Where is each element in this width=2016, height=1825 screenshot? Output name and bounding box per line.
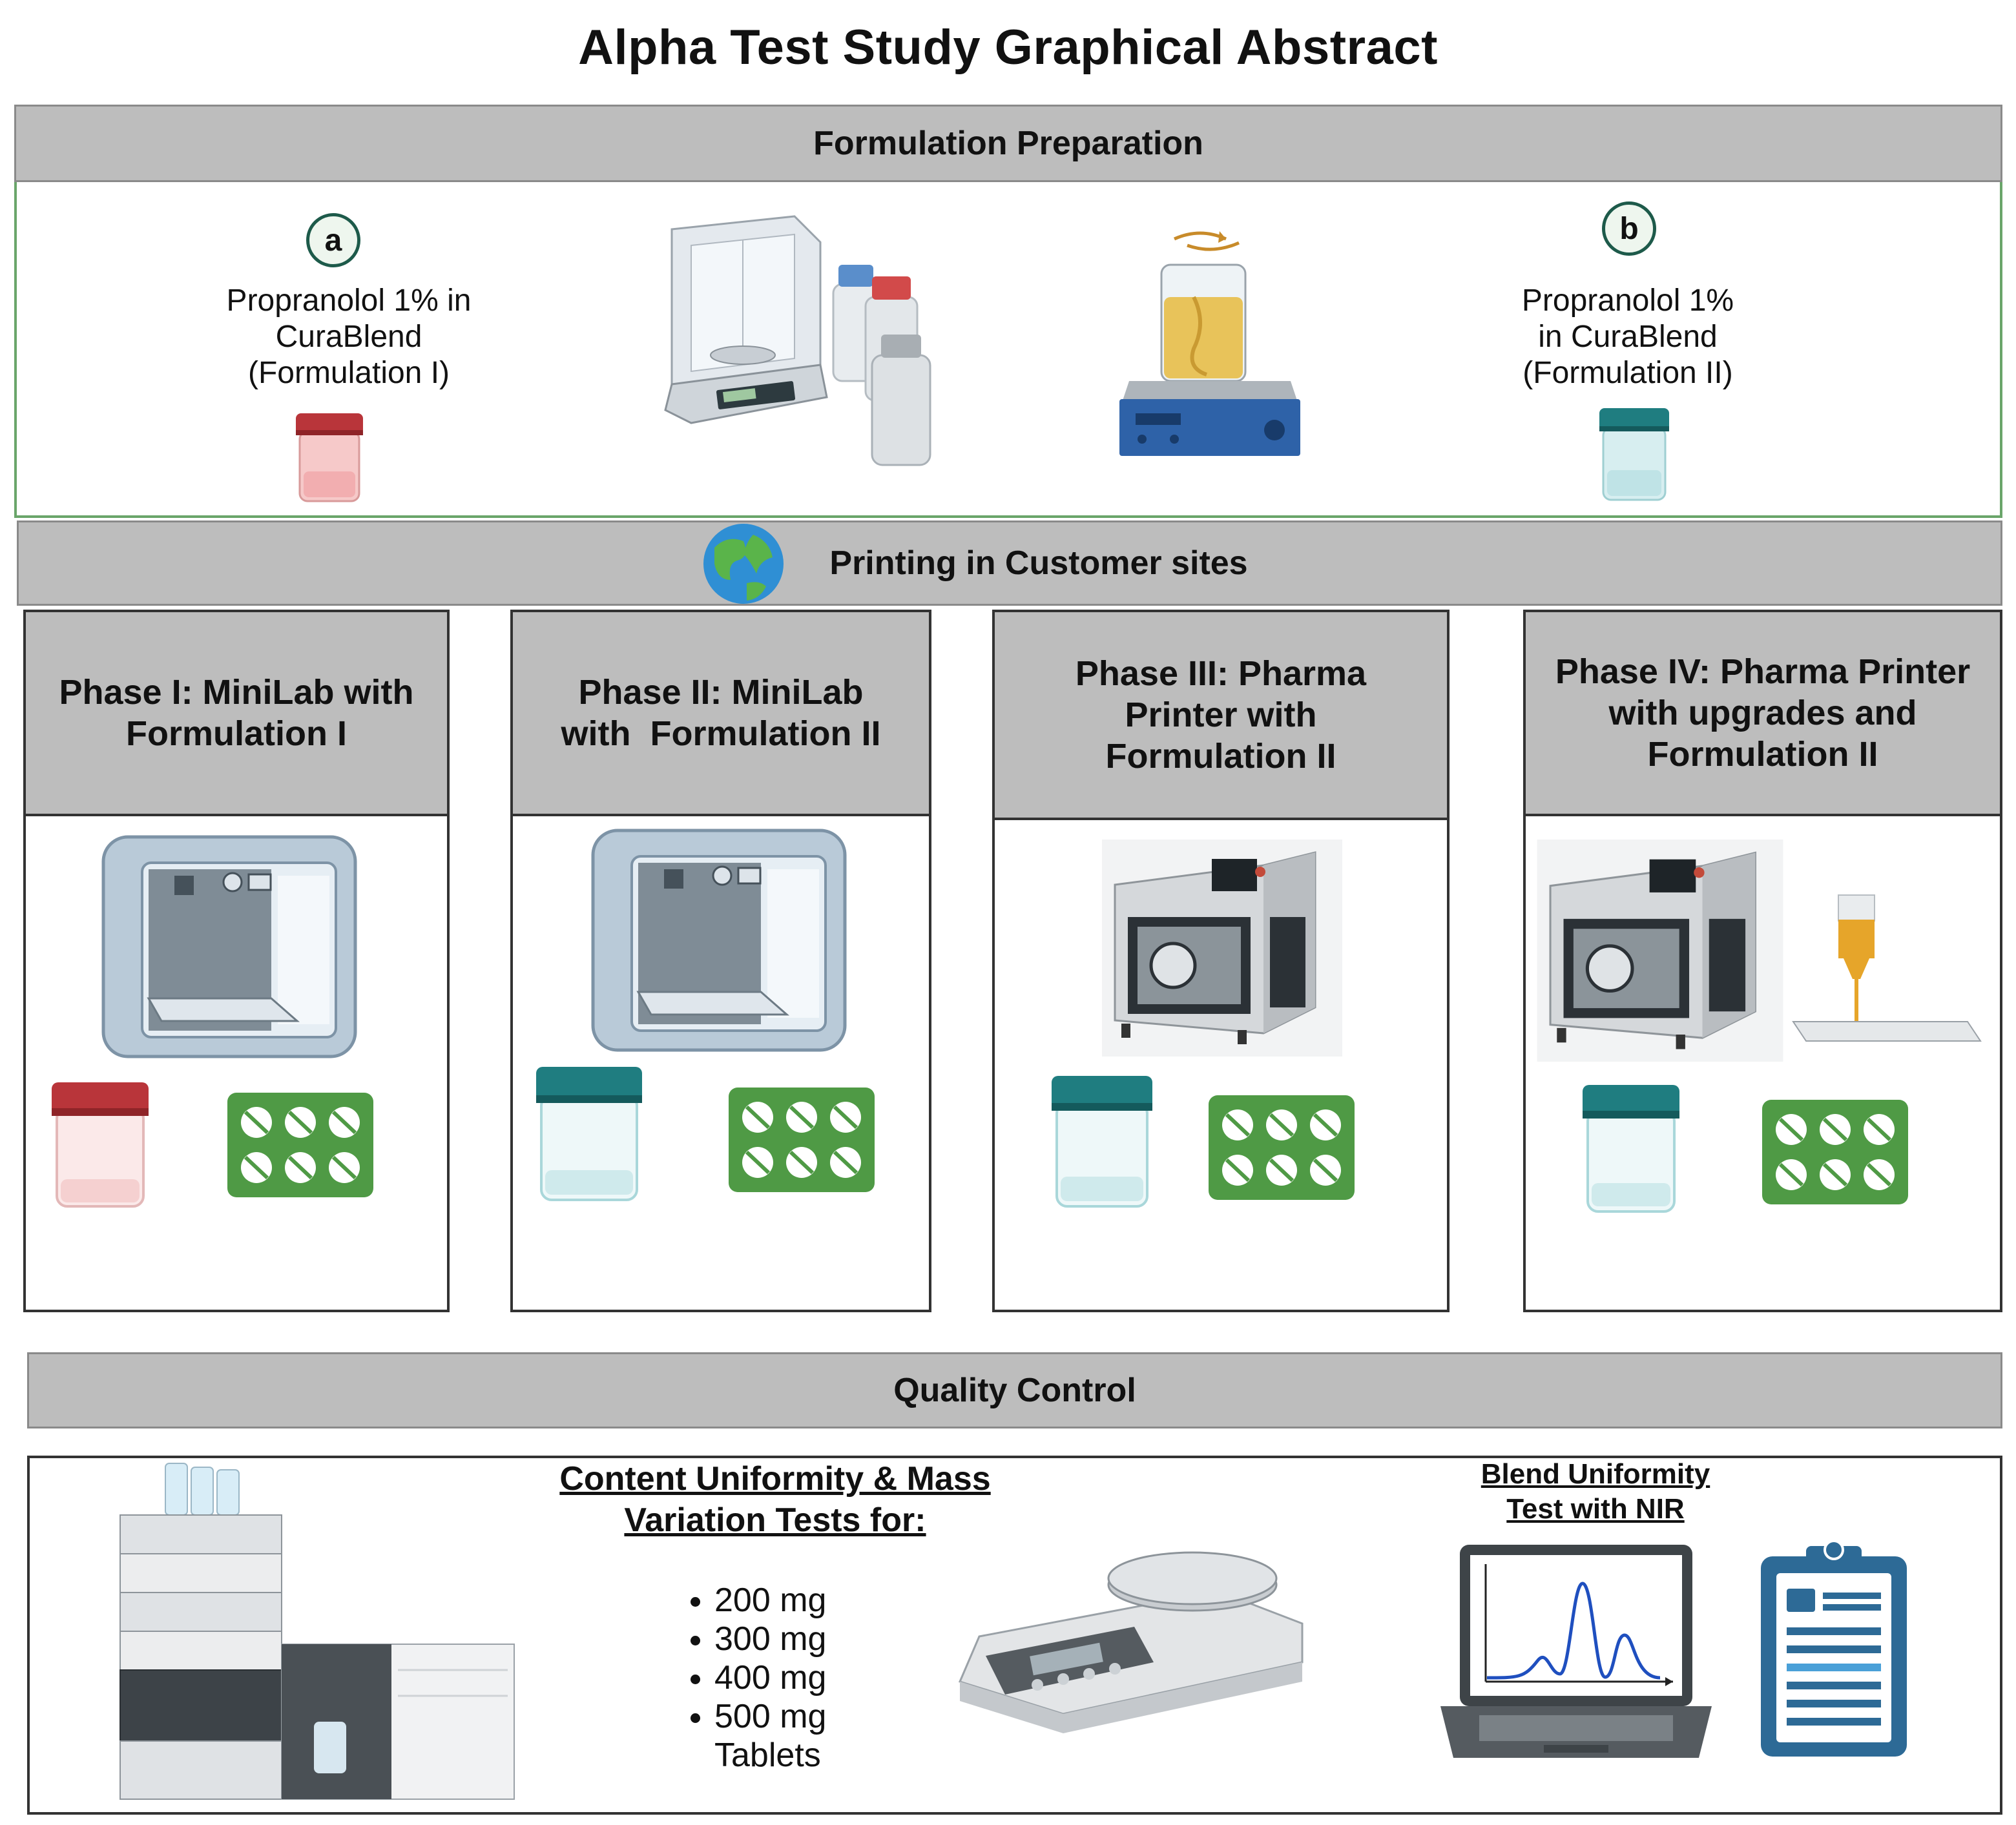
phase-4-title-line: Phase IV: Pharma Printer [1555, 652, 1971, 691]
syringe-extrusion-icon [1792, 894, 1982, 1042]
tablets-label: Tablets [714, 1737, 821, 1774]
phase-1-title-line: Phase I: MiniLab with [59, 673, 414, 712]
magnetic-stirrer-icon [1119, 231, 1300, 456]
reagent-bottles-icon [832, 265, 931, 466]
dose-item: 500 mg [714, 1697, 934, 1736]
pharma-printer-icon [1537, 840, 1783, 1062]
formulation-1-caption-line: (Formulation I) [247, 356, 450, 390]
teal-jar-icon [536, 1067, 642, 1201]
phase-3-title-line: Phase III: Pharma [1075, 654, 1367, 693]
formulation-2-caption-line: Propranolol 1% [1521, 284, 1734, 318]
printing-header: Printing in Customer sites [17, 521, 2002, 606]
formulation-2-caption-line: in CuraBlend [1538, 320, 1718, 354]
laptop-spectrum-icon [1440, 1545, 1712, 1758]
phase-2-header: Phase II: MiniLab with Formulation II [510, 610, 931, 816]
formulation-1-caption-line: Propranolol 1% in [226, 284, 472, 318]
teal-jar-icon [1052, 1076, 1152, 1208]
badge-a: a [306, 213, 360, 267]
formulation-header-label: Formulation Preparation [813, 125, 1203, 162]
pharma-printer-icon [1102, 840, 1342, 1057]
tablet-blister-icon [1762, 1100, 1908, 1204]
teal-jar-icon [1599, 408, 1669, 501]
formulation-2-caption: Propranolol 1% in CuraBlend (Formulation… [1466, 283, 1789, 391]
phase-4-title-line: Formulation II [1647, 735, 1878, 774]
phase-2-title-line: Phase II: MiniLab [578, 673, 864, 712]
formulation-header: Formulation Preparation [14, 105, 2002, 182]
globe-icon [703, 524, 784, 604]
dose-list: 200 mg 300 mg 400 mg 500 mg Tablets [676, 1581, 934, 1775]
phase-1-header: Phase I: MiniLab with Formulation I [23, 610, 450, 816]
phase-3-title-line: Printer with [1125, 696, 1317, 734]
nir-title-line: Test with NIR [1506, 1493, 1685, 1525]
red-jar-icon [52, 1082, 149, 1208]
quality-header-label: Quality Control [893, 1372, 1136, 1409]
content-uniformity-title-line: Content Uniformity & Mass [559, 1460, 991, 1498]
formulation-1-caption-line: CuraBlend [275, 320, 422, 354]
tablet-blister-icon [227, 1093, 373, 1197]
minilab-printer-icon [101, 835, 357, 1058]
content-uniformity-title: Content Uniformity & Mass Variation Test… [530, 1458, 1021, 1541]
badge-a-label: a [324, 223, 342, 258]
dose-item: 200 mg [714, 1581, 934, 1620]
phase-4-title-line: with upgrades and [1608, 694, 1917, 732]
printing-header-label: Printing in Customer sites [829, 544, 1248, 582]
nir-title-line: Blend Uniformity [1481, 1458, 1710, 1490]
phase-1-title-line: Formulation I [126, 714, 347, 753]
phase-4-header: Phase IV: Pharma Printer with upgrades a… [1523, 610, 2002, 816]
badge-b: b [1602, 201, 1656, 256]
hplc-instrument-icon [120, 1463, 515, 1800]
tablet-blister-icon [729, 1088, 875, 1192]
page-title: Alpha Test Study Graphical Abstract [578, 20, 1438, 75]
teal-jar-icon [1583, 1085, 1679, 1213]
dose-item: 400 mg [714, 1658, 934, 1697]
formulation-1-caption: Propranolol 1% in CuraBlend (Formulation… [187, 283, 510, 391]
formulation-2-caption-line: (Formulation II) [1522, 356, 1733, 390]
dose-item: 300 mg [714, 1620, 934, 1658]
content-uniformity-title-line: Variation Tests for: [624, 1501, 926, 1539]
phase-2-title-line: with Formulation II [561, 714, 881, 753]
analytical-balance-icon [664, 215, 828, 424]
clipboard-icon [1761, 1540, 1907, 1757]
phase-3-header: Phase III: Pharma Printer with Formulati… [992, 610, 1450, 820]
phase-3-title-line: Formulation II [1105, 737, 1336, 776]
minilab-printer-icon [591, 829, 847, 1052]
badge-b-label: b [1619, 211, 1639, 246]
precision-balance-icon [958, 1551, 1304, 1733]
red-jar-icon [296, 413, 363, 502]
tablet-blister-icon [1209, 1095, 1355, 1200]
quality-header: Quality Control [27, 1352, 2002, 1428]
nir-title: Blend Uniformity Test with NIR [1434, 1457, 1757, 1527]
